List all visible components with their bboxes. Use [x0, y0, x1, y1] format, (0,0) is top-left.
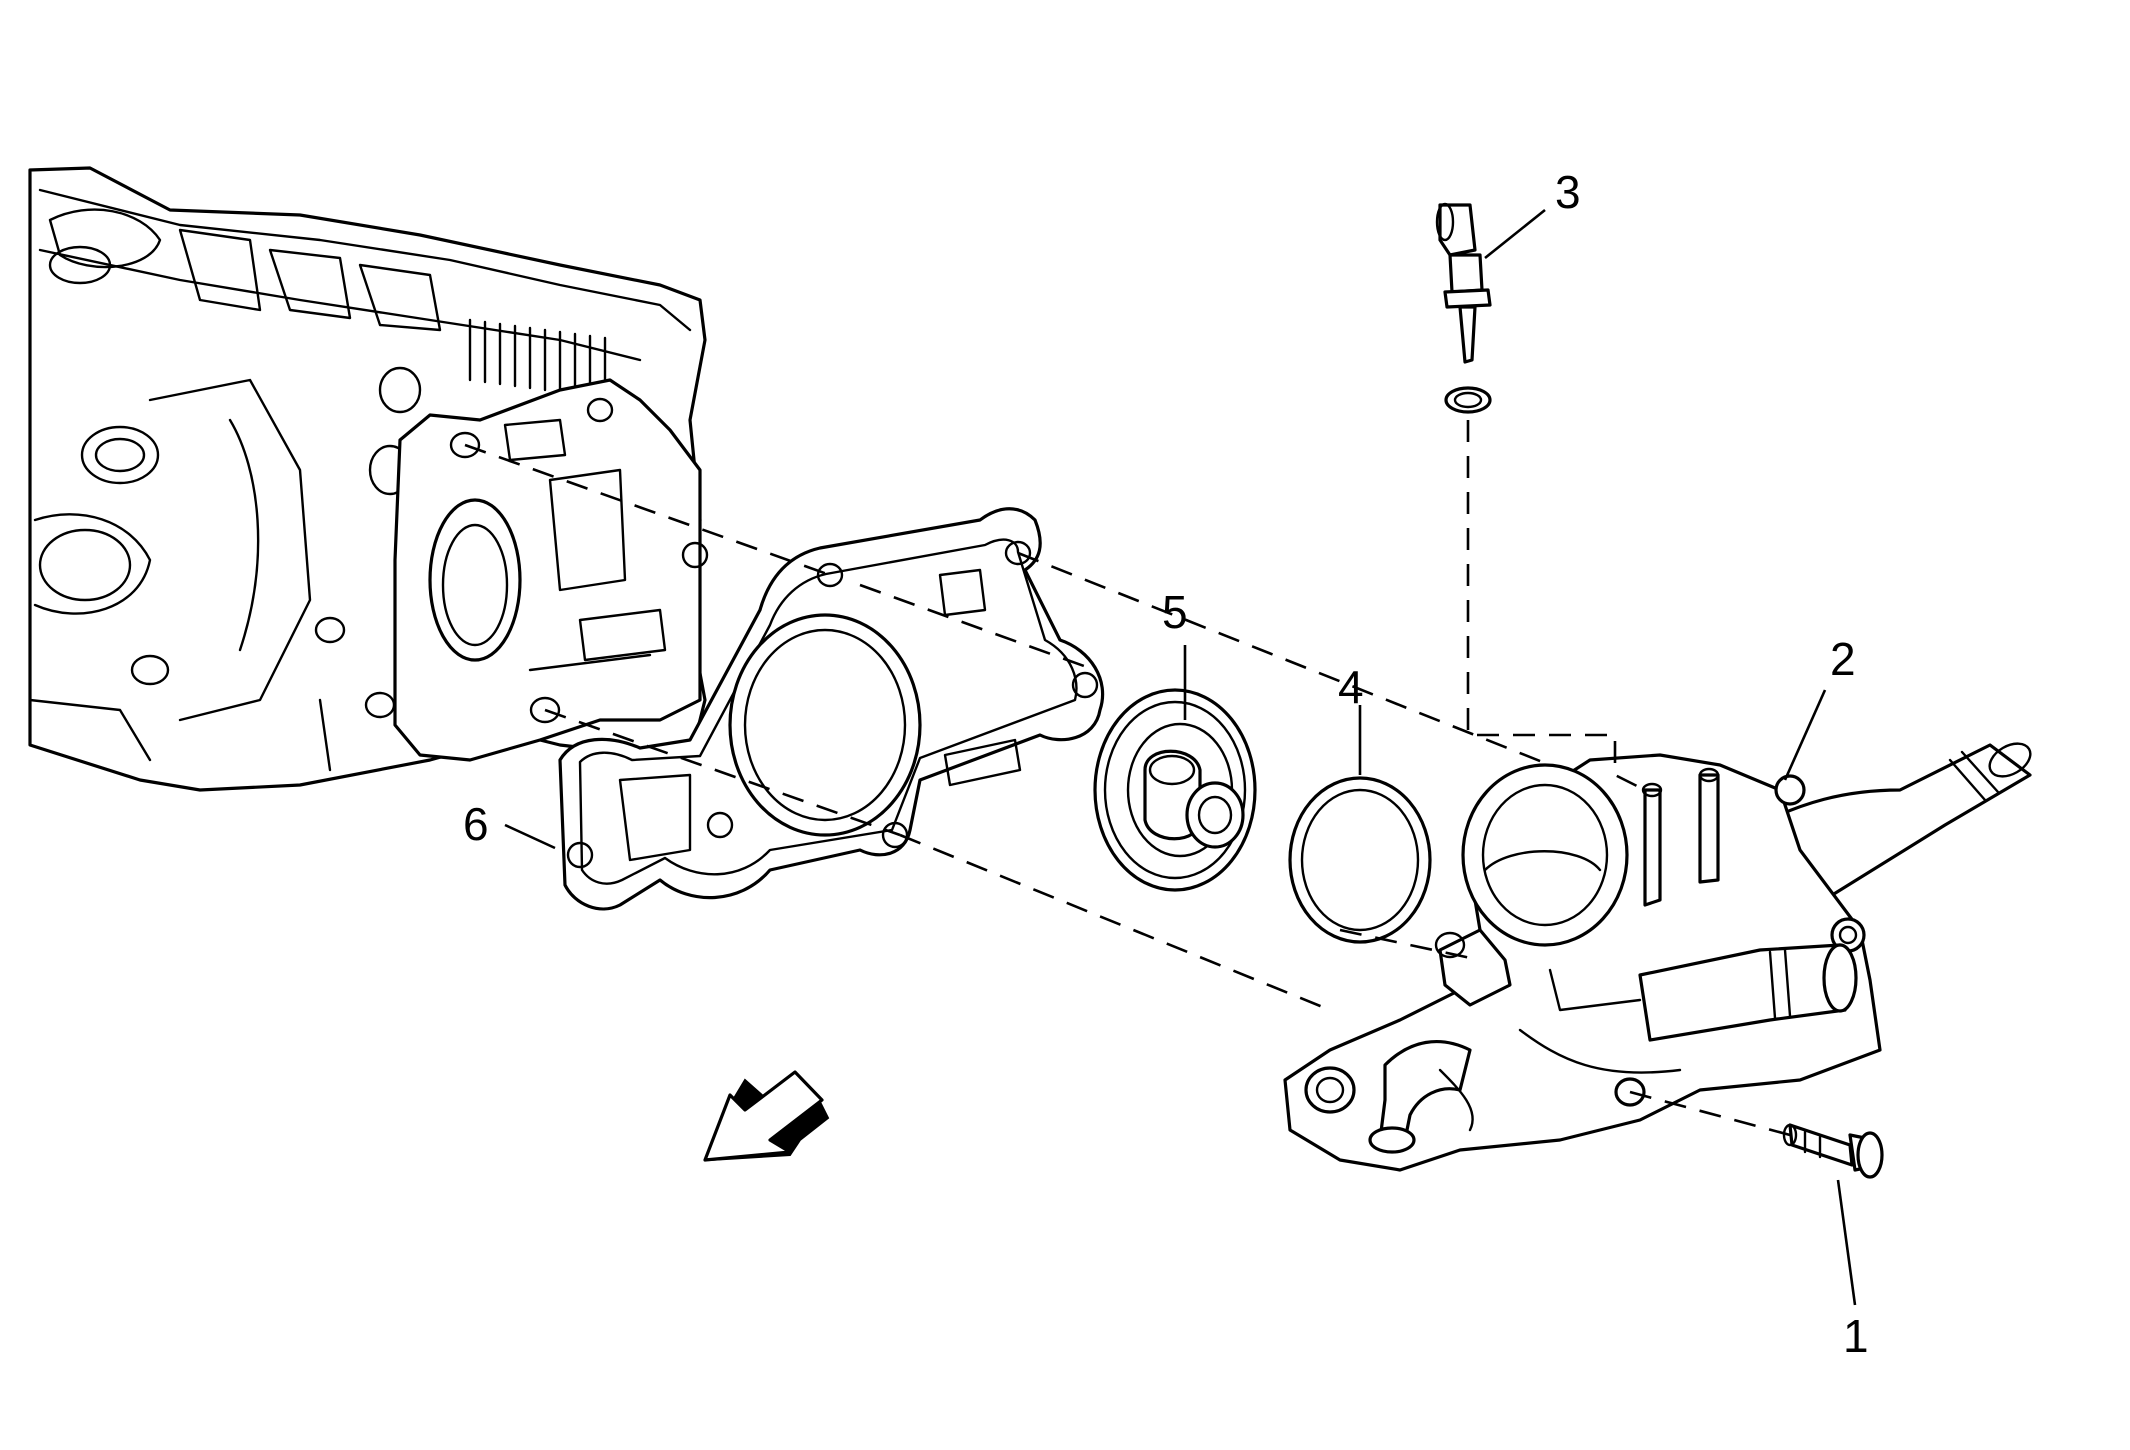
leader-lines: [504, 208, 1857, 1306]
front-direction-arrow: [703, 1070, 830, 1162]
thermostat: [1093, 688, 1257, 892]
assembly-lines: [464, 420, 1791, 1137]
gasket: [558, 507, 1105, 911]
thermostat-housing: [1283, 742, 2032, 1172]
bolt: [1782, 1123, 1884, 1179]
seal-ring: [1288, 776, 1432, 944]
cylinder-head: [28, 166, 709, 792]
callout-1: 1: [1843, 1310, 1869, 1362]
callout-2: 2: [1830, 633, 1856, 685]
callout-5: 5: [1162, 586, 1188, 638]
callout-3: 3: [1555, 166, 1581, 218]
callout-6: 6: [463, 798, 489, 850]
temperature-sensor: [1435, 202, 1492, 414]
callout-4: 4: [1338, 661, 1364, 713]
